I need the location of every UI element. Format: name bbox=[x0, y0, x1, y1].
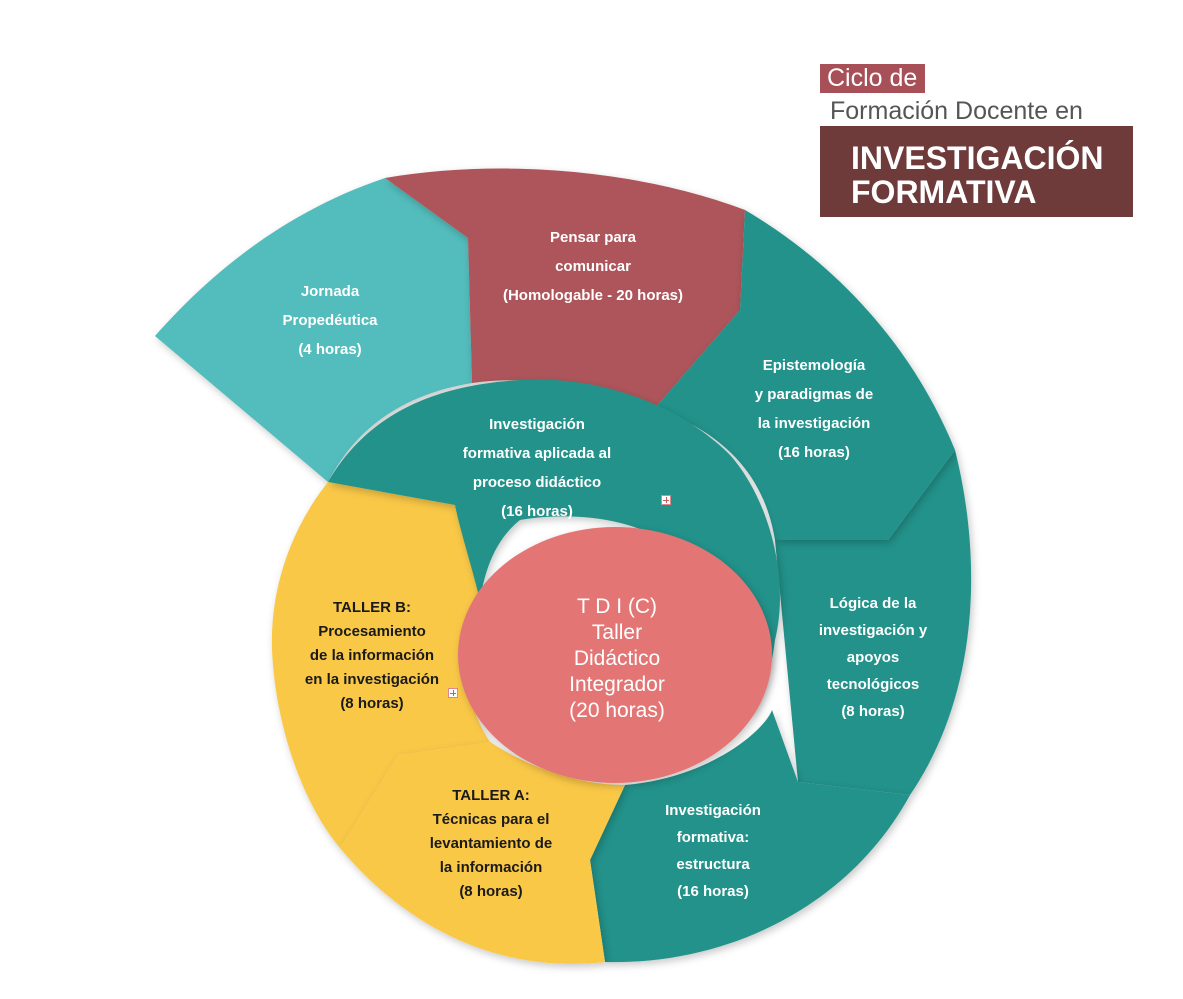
label-line: formativa: bbox=[676, 829, 750, 846]
label-line: la investigación bbox=[757, 415, 871, 432]
label-line: tecnológicos bbox=[826, 676, 920, 693]
segment-estructura[interactable] bbox=[590, 710, 910, 963]
label-line: y paradigmas de bbox=[754, 386, 874, 403]
label-line: (16 horas) bbox=[501, 503, 573, 520]
expand-plus-icon[interactable] bbox=[661, 495, 671, 505]
label-line: Técnicas para el bbox=[432, 811, 550, 828]
label-line: (8 horas) bbox=[459, 883, 523, 900]
label-line: de la información bbox=[309, 647, 435, 664]
title-box-line: FORMATIVA bbox=[851, 174, 1037, 210]
label-line: Jornada bbox=[300, 283, 360, 300]
label-line: (16 horas) bbox=[778, 444, 850, 461]
label-jornada-propedeutica: Jornada Propedéutica (4 horas) bbox=[250, 277, 410, 364]
segment-taller-b[interactable] bbox=[271, 482, 490, 848]
label-line: formativa aplicada al bbox=[462, 445, 612, 462]
label-line: (4 horas) bbox=[298, 341, 362, 358]
label-line: la información bbox=[439, 859, 543, 876]
center-line: Didáctico bbox=[573, 647, 661, 670]
label-line: Investigación bbox=[665, 802, 761, 819]
label-investigacion-aplicada: Investigación formativa aplicada al proc… bbox=[437, 410, 637, 526]
label-line: comunicar bbox=[555, 258, 631, 275]
label-line: estructura bbox=[676, 856, 750, 873]
segment-logica-investigacion[interactable] bbox=[775, 450, 972, 795]
expand-plus-icon[interactable] bbox=[448, 688, 458, 698]
label-epistemologia: Epistemología y paradigmas de la investi… bbox=[724, 351, 904, 467]
segment-taller-a[interactable] bbox=[340, 742, 625, 964]
label-line: proceso didáctico bbox=[472, 474, 602, 491]
title-investigacion-formativa: INVESTIGACIÓN FORMATIVA bbox=[820, 126, 1133, 217]
title-ciclo-de: Ciclo de bbox=[820, 64, 926, 93]
label-line: TALLER B: bbox=[332, 599, 412, 616]
segment-pensar-para-comunicar[interactable] bbox=[385, 168, 745, 408]
center-line: Integrador bbox=[569, 673, 665, 696]
label-line: (8 horas) bbox=[340, 695, 404, 712]
label-pensar-para-comunicar: Pensar para comunicar (Homologable - 20 … bbox=[473, 223, 713, 310]
center-tdic[interactable] bbox=[458, 527, 772, 783]
label-line: Epistemología bbox=[762, 357, 866, 374]
segment-jornada-propedeutica[interactable] bbox=[155, 178, 472, 482]
label-line: TALLER A: bbox=[452, 787, 530, 804]
title-box-line: INVESTIGACIÓN bbox=[851, 140, 1104, 176]
label-logica-investigacion: Lógica de la investigación y apoyos tecn… bbox=[793, 590, 953, 725]
center-line: Taller bbox=[591, 621, 643, 644]
label-line: (Homologable - 20 horas) bbox=[502, 287, 684, 304]
label-estructura: Investigación formativa: estructura (16 … bbox=[633, 797, 793, 905]
label-line: levantamiento de bbox=[429, 835, 553, 852]
label-taller-b: TALLER B: Procesamiento de la informació… bbox=[292, 596, 452, 716]
label-line: apoyos bbox=[846, 649, 900, 666]
center-line: (20 horas) bbox=[569, 699, 665, 722]
label-line: Procesamiento bbox=[318, 623, 426, 640]
center-line: T D I (C) bbox=[576, 595, 658, 618]
label-line: en la investigación bbox=[304, 671, 440, 688]
segment-investigacion-aplicada[interactable] bbox=[328, 379, 780, 715]
label-line: (8 horas) bbox=[841, 703, 905, 720]
segment-epistemologia[interactable] bbox=[655, 210, 955, 540]
label-line: Propedéutica bbox=[282, 312, 378, 329]
label-line: Pensar para bbox=[550, 229, 636, 246]
title-formacion-docente: Formación Docente en bbox=[830, 97, 1083, 125]
label-center-tdic: T D I (C) Taller Didáctico Integrador (2… bbox=[517, 594, 717, 724]
label-line: (16 horas) bbox=[677, 883, 749, 900]
label-line: Investigación bbox=[489, 416, 585, 433]
label-taller-a: TALLER A: Técnicas para el levantamiento… bbox=[411, 784, 571, 904]
label-line: investigación y bbox=[818, 622, 928, 639]
label-line: Lógica de la bbox=[829, 595, 917, 612]
